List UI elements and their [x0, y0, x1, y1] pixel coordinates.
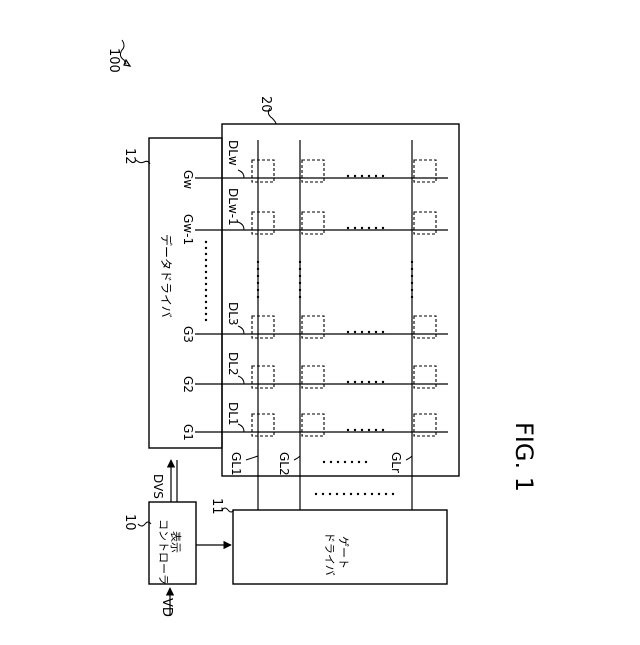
- pixel-grid: [252, 160, 436, 436]
- pixel: [252, 366, 274, 388]
- data-driver-label: データドライバ: [159, 234, 174, 318]
- controller-ref-10: 10: [122, 514, 137, 531]
- pixel: [252, 212, 274, 234]
- pixel: [252, 316, 274, 338]
- output-label-g1: G1: [181, 424, 195, 441]
- pixel: [302, 316, 324, 338]
- figure-caption: FIG. 1: [510, 422, 538, 492]
- controller-label-line1: 表示: [169, 531, 183, 553]
- gate-line-label-glr: GLr: [389, 452, 403, 473]
- pixel: [414, 160, 436, 182]
- gate-driver-label-line2: ドライバ: [323, 532, 336, 576]
- output-label-g3: G3: [181, 326, 195, 343]
- data-line-label-dlw: DLw: [226, 140, 240, 166]
- pixel: [302, 160, 324, 182]
- gate-line-label-gl2: GL2: [277, 452, 291, 476]
- data-line-label-dl1: DL1: [226, 402, 240, 426]
- gate-driver-ref-11: 11: [209, 498, 224, 515]
- data-driver-ref-12: 12: [122, 148, 137, 165]
- data-line-label-dl3: DL3: [226, 302, 240, 326]
- pixel: [302, 212, 324, 234]
- ellipsis-column-dots: [316, 176, 396, 494]
- output-label-gw: Gw: [181, 170, 195, 189]
- pixel: [414, 414, 436, 436]
- controller-label-line2: コントローラ: [157, 519, 170, 585]
- dvs-label: DVS: [151, 474, 165, 499]
- pixel: [252, 414, 274, 436]
- gate-line-label-gl1: GL1: [229, 452, 243, 476]
- pixel: [302, 414, 324, 436]
- gate-driver-label-line1: ゲート: [337, 536, 350, 569]
- pixel: [414, 212, 436, 234]
- panel-ref-20: 20: [258, 96, 273, 113]
- figure-ref-100: 100: [106, 48, 121, 73]
- pixel: [252, 160, 274, 182]
- output-label-g2: G2: [181, 376, 195, 393]
- pixel: [414, 366, 436, 388]
- data-line-label-dlw-1: DLw-1: [226, 188, 240, 226]
- data-line-label-dl2: DL2: [226, 352, 240, 376]
- vd-input-label: VD: [159, 598, 174, 617]
- pixel: [414, 316, 436, 338]
- output-label-gw-1: Gw-1: [181, 214, 195, 245]
- pixel: [302, 366, 324, 388]
- data-driver-ref-leader: [136, 160, 150, 164]
